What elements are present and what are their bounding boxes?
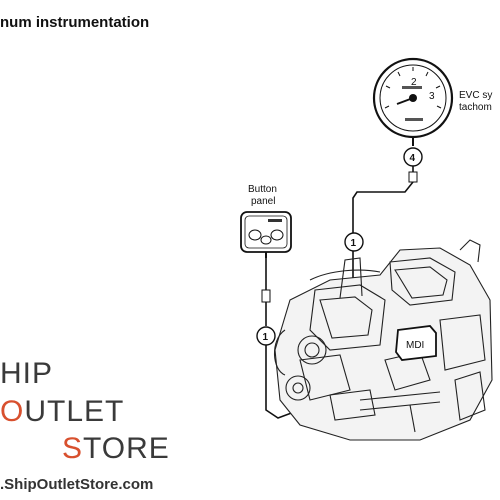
watermark-word: TORE (83, 432, 170, 465)
callout-1-upper: 1 (344, 232, 364, 252)
gauge-hub (409, 94, 417, 102)
connector (408, 171, 418, 183)
evc-tach-label-line2: tachom (459, 102, 492, 113)
button-panel-label-line2: panel (251, 196, 275, 207)
callout-1-lower: 1 (256, 326, 276, 346)
gauge-brand-plate (402, 86, 422, 89)
svg-text:4: 4 (410, 153, 416, 164)
mdi-unit: MDI (395, 325, 437, 361)
svg-text:MDI: MDI (406, 340, 424, 351)
svg-text:1: 1 (263, 332, 269, 343)
watermark-line2: OUTLET (0, 395, 124, 429)
watermark-accent-letter: O (0, 395, 25, 428)
tachometer-gauge: 2 3 (372, 57, 454, 146)
button-panel-label-line1: Button (248, 184, 277, 195)
gauge-brand-plate (405, 118, 423, 121)
watermark-word: UTLET (24, 395, 125, 428)
page-title: num instrumentation (0, 14, 150, 31)
gauge-tick-label: 3 (429, 91, 435, 102)
svg-text:1: 1 (351, 238, 357, 249)
connector (261, 289, 271, 303)
callout-4: 4 (403, 147, 423, 167)
watermark-accent-letter: S (62, 432, 84, 465)
watermark-line1: HIP (0, 357, 54, 390)
engine-illustration (273, 239, 493, 441)
evc-tach-label-line1: EVC sy (459, 90, 492, 101)
button-panel (240, 211, 292, 258)
watermark-line3: STORE (62, 432, 170, 466)
watermark-url: .ShipOutletStore.com (0, 476, 154, 493)
gauge-tick-label: 2 (411, 77, 417, 88)
